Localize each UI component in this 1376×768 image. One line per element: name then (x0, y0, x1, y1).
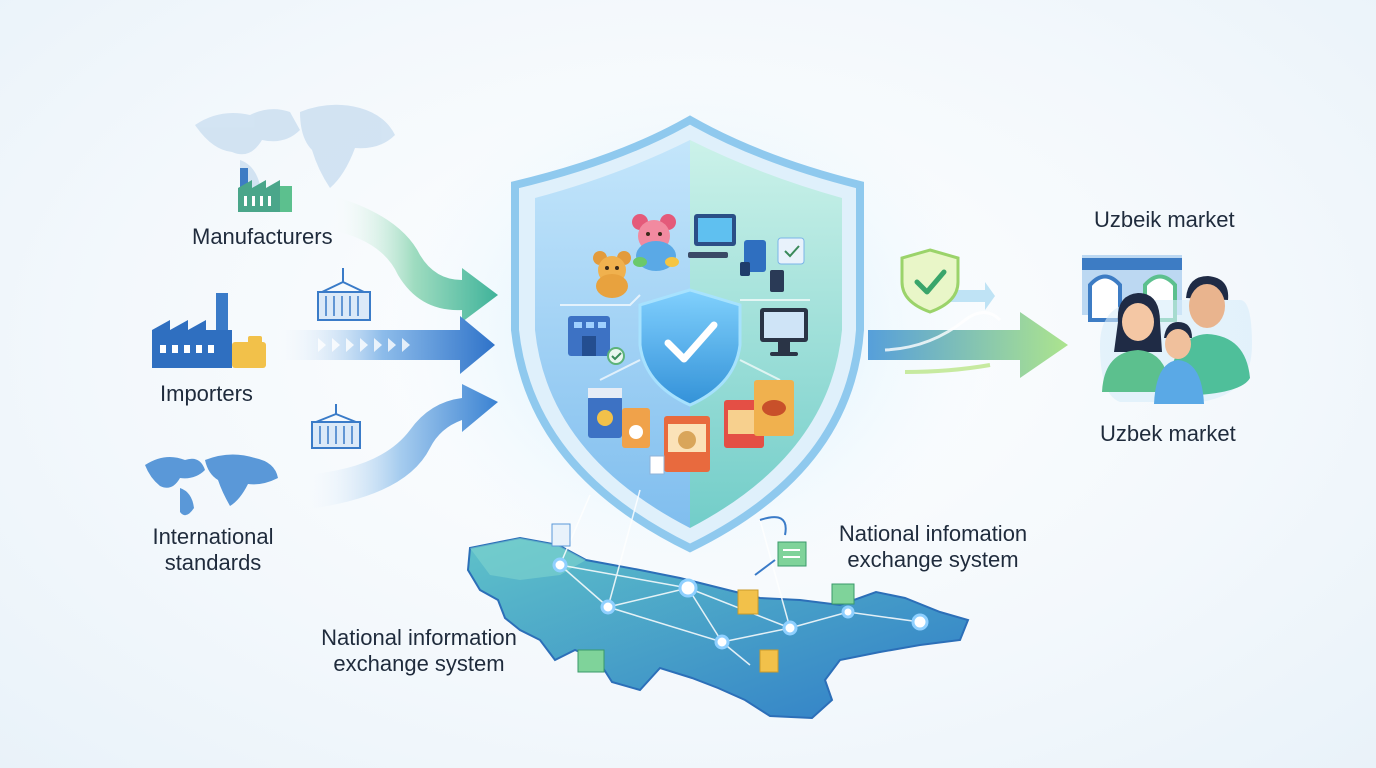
importers-label: Importers (160, 381, 253, 406)
exchange-right-line-2: exchange system (847, 547, 1019, 572)
market-top-label: Uzbeik market (1094, 207, 1235, 232)
exchange-system-left-label: National information exchange system (304, 625, 534, 677)
family-icon (1100, 276, 1252, 404)
factory-icon (152, 293, 266, 368)
shipping-container-icon (311, 404, 361, 449)
arrow-to-market (868, 282, 1068, 378)
computer-icon (760, 308, 808, 356)
standards-line-2: standards (164, 550, 262, 575)
exchange-left-line-1: National information (321, 625, 517, 650)
document-icon (551, 523, 855, 673)
teddy-bear-icon (632, 214, 679, 271)
market-bottom-label: Uzbek market (1100, 421, 1236, 446)
exchange-system-right-label: National infomation exchange system (826, 521, 1040, 573)
market-building-icon (568, 316, 625, 365)
arrow-manufacturers (330, 195, 498, 322)
exchange-left-line-2: exchange system (333, 651, 505, 676)
factory-icon (238, 168, 292, 212)
world-map-icon (195, 104, 395, 199)
shipping-container-icon (317, 268, 371, 321)
arrow-importers (270, 316, 495, 374)
world-map-icon (145, 454, 278, 516)
standards-line-1: International (152, 524, 274, 549)
teddy-bear-icon (593, 251, 631, 298)
arrow-standards (300, 384, 498, 510)
food-package-icon (588, 380, 794, 475)
shield-check-icon (900, 248, 960, 314)
shield-check-icon (638, 288, 742, 407)
computer-icon (688, 214, 805, 292)
international-standards-label: International standards (138, 524, 288, 576)
manufacturers-label: Manufacturers (192, 224, 333, 249)
uzbekistan-map-icon (466, 489, 970, 720)
exchange-right-line-1: National infomation (838, 521, 1028, 546)
